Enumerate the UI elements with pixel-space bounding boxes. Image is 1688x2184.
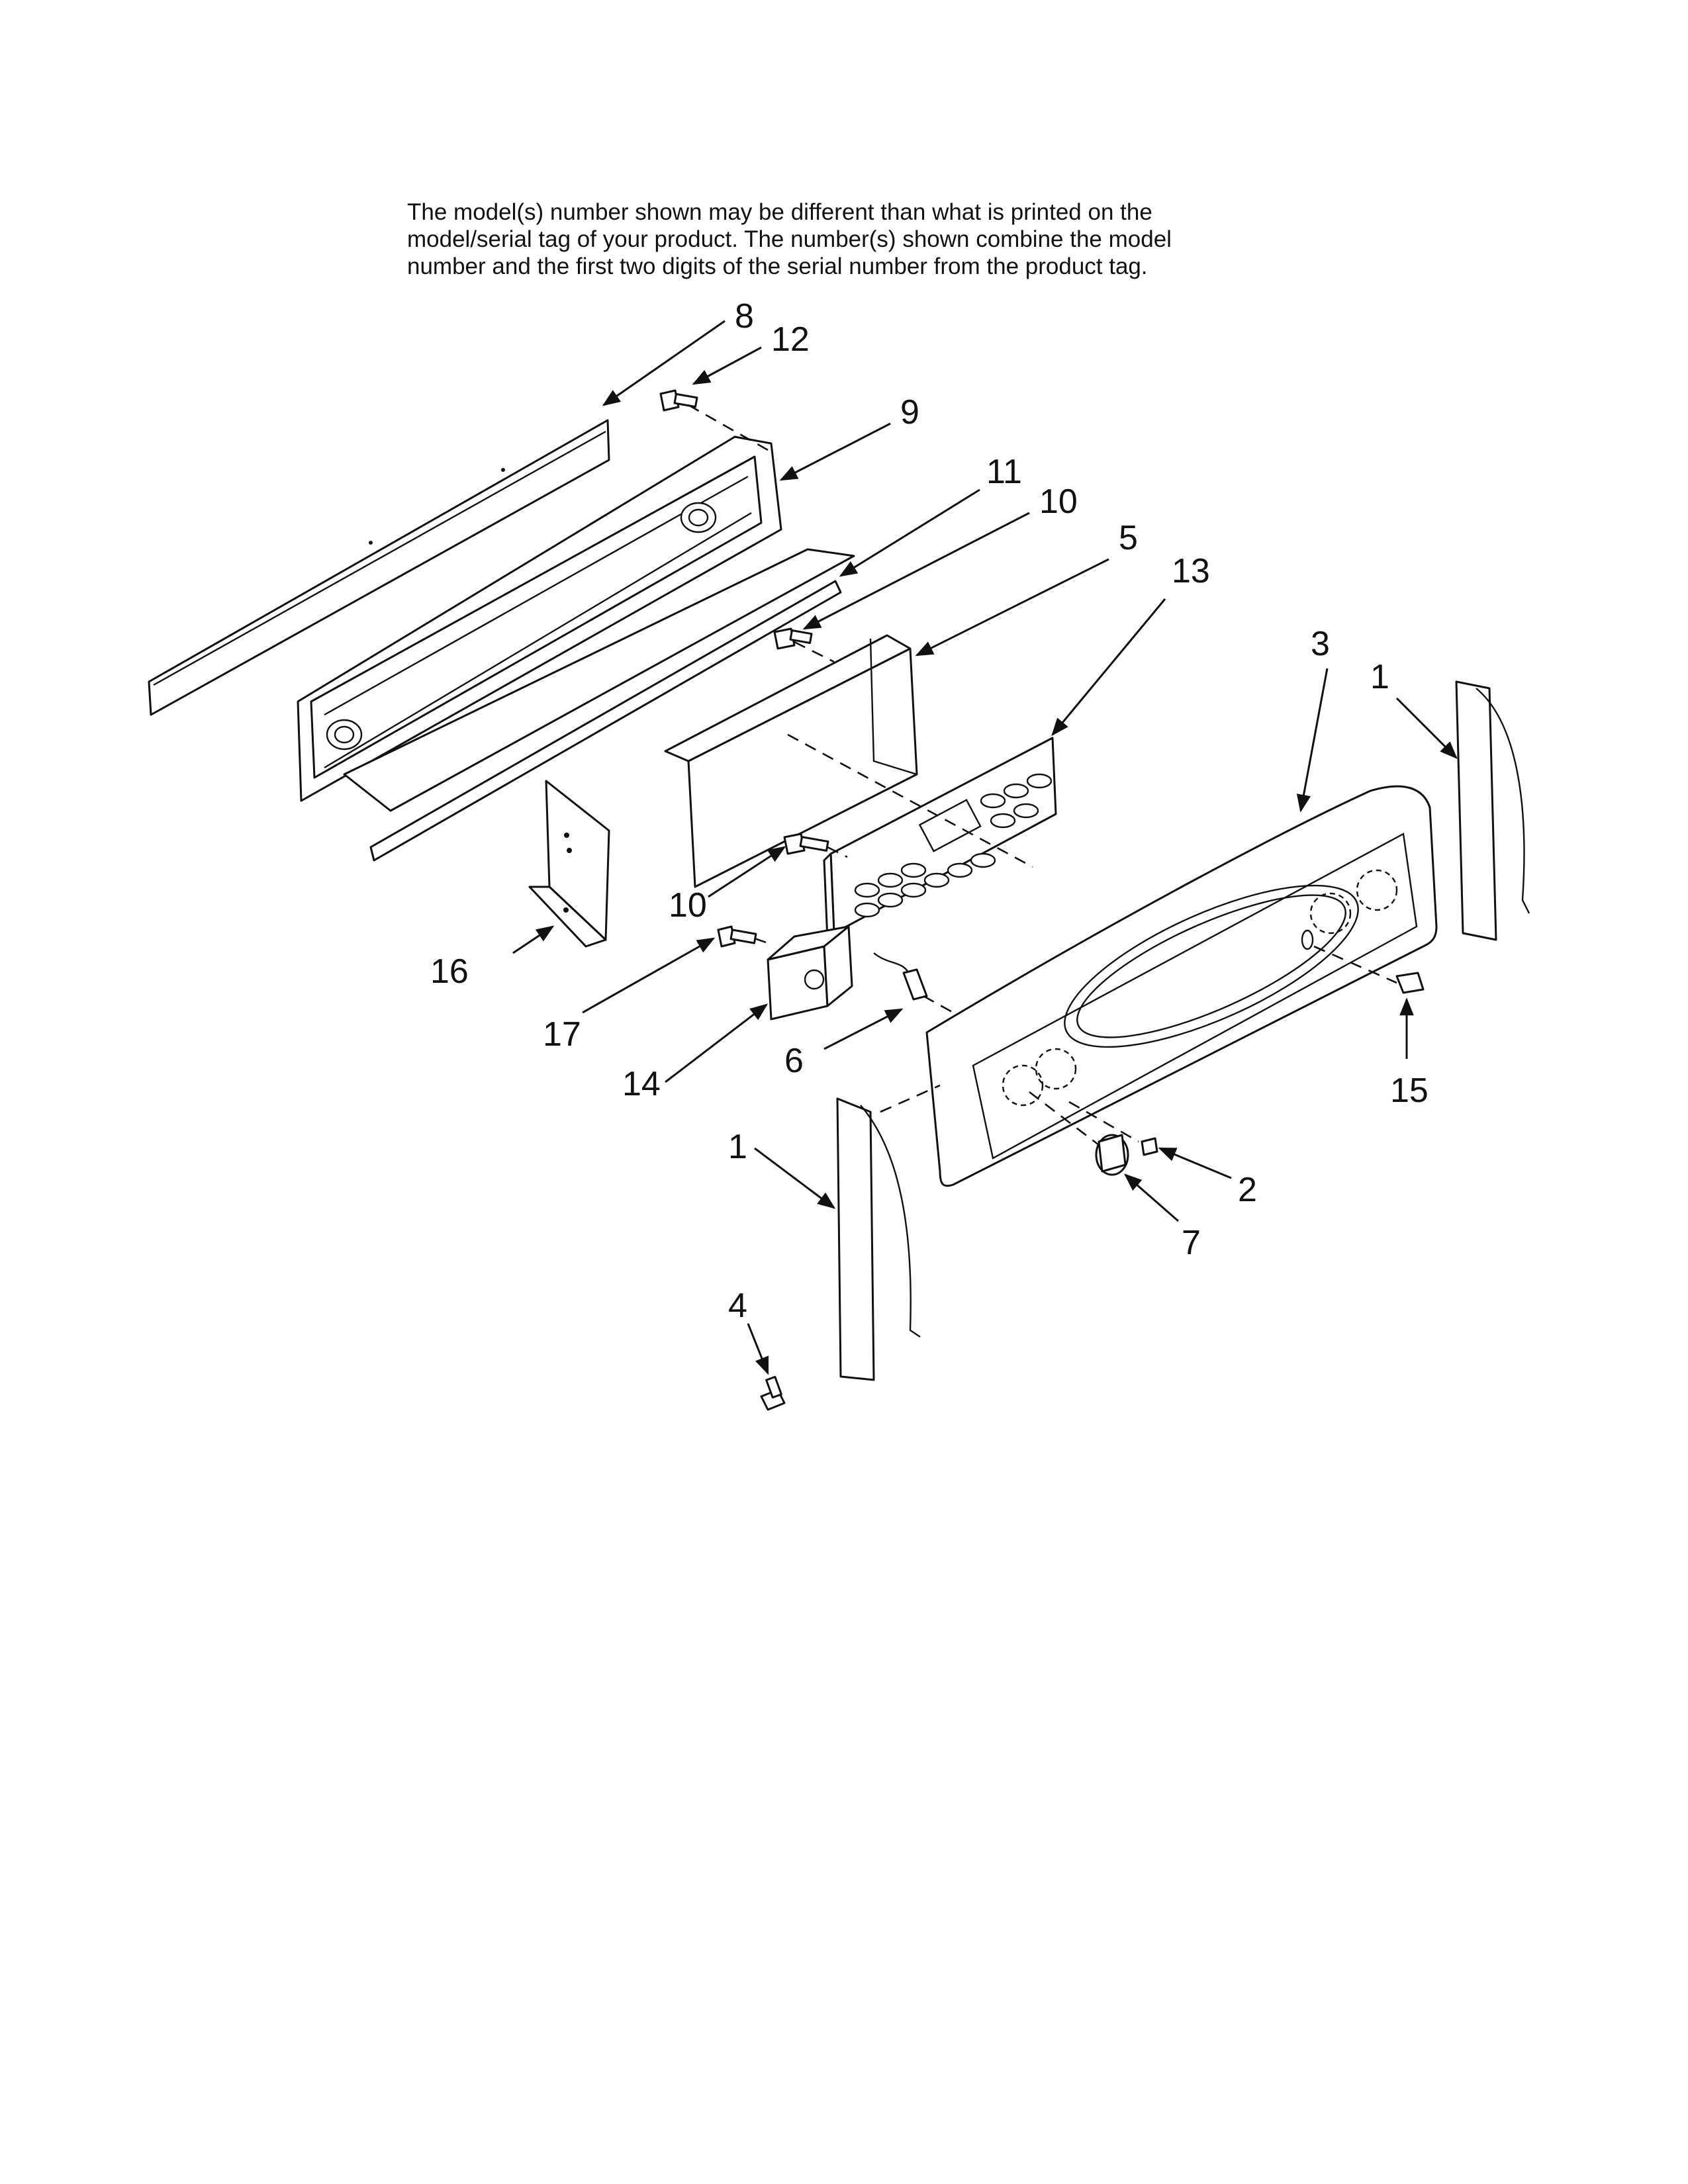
- part-2-screw: [1141, 1137, 1158, 1156]
- callout-7: 7: [1182, 1224, 1201, 1262]
- callout-14: 14: [622, 1065, 661, 1103]
- callout-1-left: 1: [728, 1128, 747, 1166]
- part-10-screw-upper: [773, 627, 813, 650]
- callout-5: 5: [1119, 519, 1138, 557]
- leader-lines: [512, 320, 1458, 1375]
- part-1-end-cap-right: [1455, 680, 1530, 941]
- part-17-screw: [717, 925, 757, 948]
- callout-16: 16: [430, 952, 469, 991]
- part-16-bracket: [528, 780, 610, 948]
- callout-3: 3: [1311, 625, 1330, 663]
- part-11-strip: [369, 580, 842, 862]
- part-6-wire-harness: [873, 952, 928, 1001]
- part-4-screw: [760, 1375, 786, 1411]
- callout-2: 2: [1238, 1171, 1257, 1209]
- part-5-shield: [664, 634, 918, 888]
- note-line-2: model/serial tag of your product. The nu…: [407, 226, 1172, 252]
- part-7-knob: [1095, 1134, 1129, 1176]
- model-number-note: The model(s) number shown may be differe…: [407, 199, 1334, 280]
- callout-6: 6: [784, 1042, 804, 1080]
- callout-10-lower: 10: [669, 886, 707, 925]
- note-line-3: number and the first two digits of the s…: [407, 253, 1148, 279]
- part-14-switch: [767, 925, 853, 1021]
- callout-4: 4: [728, 1287, 747, 1325]
- callout-13: 13: [1172, 552, 1210, 590]
- part-3-console-panel: [925, 785, 1438, 1187]
- callout-12: 12: [771, 320, 810, 359]
- part-10-screw-lower: [783, 833, 829, 855]
- alignment-lines: [688, 404, 1397, 1146]
- part-1-end-cap-left: [836, 1097, 921, 1381]
- part-8-rear-cover: [148, 419, 610, 716]
- note-line-1: The model(s) number shown may be differe…: [407, 199, 1152, 225]
- callout-8: 8: [735, 297, 754, 336]
- callout-labels: 8 12 9 11 10 5 13 3 1 10 16 17 14 6 15 1…: [430, 297, 1429, 1325]
- callout-15: 15: [1390, 1071, 1429, 1110]
- callout-10-upper: 10: [1039, 482, 1078, 521]
- part-15-clip: [1395, 972, 1425, 994]
- callout-1-right: 1: [1370, 658, 1389, 696]
- part-13-control-board: [823, 737, 1057, 941]
- callout-11: 11: [986, 453, 1022, 491]
- callout-9: 9: [900, 393, 919, 432]
- callout-17: 17: [543, 1015, 581, 1054]
- part-9-control-housing: [297, 435, 855, 812]
- part-12-screw: [659, 389, 698, 412]
